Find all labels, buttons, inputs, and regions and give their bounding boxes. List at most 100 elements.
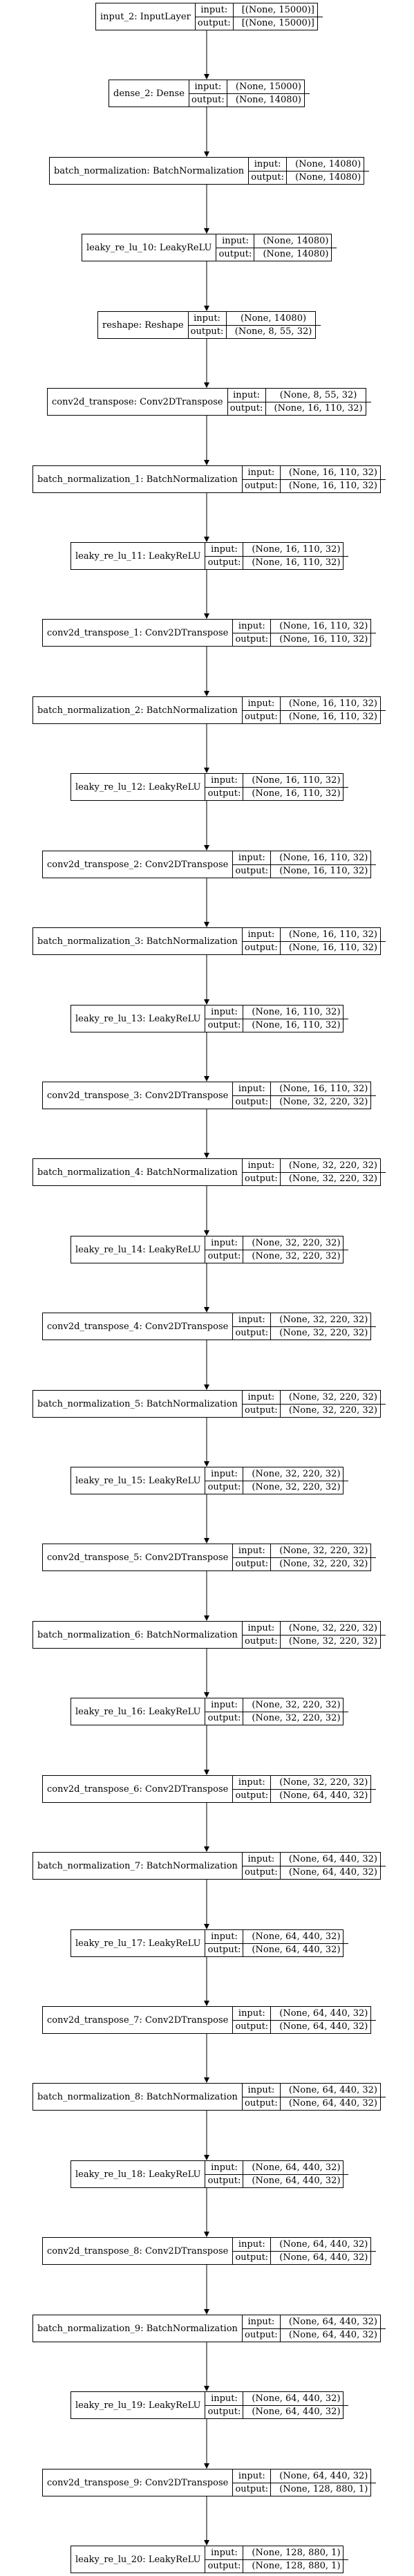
input-row: input:(None, 64, 440, 32) bbox=[243, 2315, 386, 2328]
layer-node: batch_normalization_2: BatchNormalizatio… bbox=[32, 696, 386, 724]
layer-name: reshape: Reshape bbox=[98, 312, 189, 338]
layer-name: input_2: InputLayer bbox=[96, 3, 196, 30]
input-shape: (None, 14080) bbox=[241, 313, 307, 324]
layer-shapes: input:(None, 16, 110, 32)output:(None, 1… bbox=[233, 851, 377, 878]
layer-shapes: input:(None, 16, 110, 32)output:(None, 1… bbox=[242, 928, 386, 954]
layer-name: leaky_re_lu_16: LeakyReLU bbox=[71, 1698, 206, 1725]
layer-shapes: input:(None, 14080)output:(None, 14080) bbox=[216, 234, 337, 261]
layer-name: leaky_re_lu_20: LeakyReLU bbox=[71, 2546, 206, 2573]
output-row: output:(None, 16, 110, 32) bbox=[205, 1018, 349, 1032]
output-row: output:[(None, 15000)] bbox=[195, 16, 323, 30]
output-shape: (None, 16, 110, 32) bbox=[288, 712, 377, 723]
input-row: input:(None, 32, 220, 32) bbox=[243, 1622, 386, 1635]
output-shape: (None, 32, 220, 32) bbox=[279, 1328, 368, 1339]
output-row: output:(None, 32, 220, 32) bbox=[233, 1095, 377, 1109]
output-row: output:(None, 32, 220, 32) bbox=[242, 1634, 386, 1648]
input-shape: (None, 64, 440, 32) bbox=[252, 2162, 341, 2173]
layer-name: conv2d_transpose_2: Conv2DTranspose bbox=[43, 851, 234, 878]
output-shape: (None, 32, 220, 32) bbox=[288, 1405, 377, 1416]
output-shape: (None, 64, 440, 32) bbox=[288, 1867, 377, 1878]
output-label: output: bbox=[233, 1095, 272, 1109]
output-shape: (None, 16, 110, 32) bbox=[288, 943, 377, 954]
output-row: output: (None, 64, 440, 32) bbox=[233, 2250, 377, 2264]
input-label: input: bbox=[205, 2161, 244, 2174]
output-label: output: bbox=[233, 2251, 272, 2264]
input-row: input:(None, 16, 110, 32) bbox=[233, 1082, 376, 1095]
output-row: output:(None, 16, 110, 32) bbox=[227, 401, 371, 415]
input-row: input:(None, 128, 880, 1) bbox=[205, 2546, 348, 2559]
input-shape: (None, 14080) bbox=[263, 235, 329, 246]
input-shape: (None, 64, 440, 32) bbox=[279, 2239, 368, 2250]
output-shape: (None, 64, 440, 32) bbox=[252, 1945, 341, 1956]
input-shape: (None, 15000) bbox=[235, 81, 301, 92]
output-shape: (None, 32, 220, 32) bbox=[252, 1251, 341, 1262]
output-row: output:(None, 32, 220, 32) bbox=[242, 1171, 386, 1185]
input-shape: (None, 32, 220, 32) bbox=[252, 1237, 341, 1248]
input-label: input: bbox=[205, 543, 244, 556]
output-shape: (None, 64, 440, 32) bbox=[279, 2252, 368, 2263]
input-label: input: bbox=[243, 466, 281, 479]
output-label: output: bbox=[205, 2559, 244, 2573]
layer-name: batch_normalization_3: BatchNormalizatio… bbox=[33, 928, 243, 954]
layer-name: batch_normalization_8: BatchNormalizatio… bbox=[33, 2084, 243, 2110]
input-shape: (None, 64, 440, 32) bbox=[288, 2316, 377, 2327]
input-label: input: bbox=[243, 928, 281, 941]
layer-shapes: input:(None, 16, 110, 32)output:(None, 1… bbox=[242, 466, 386, 492]
input-row: input:(None, 32, 220, 32) bbox=[243, 1159, 386, 1172]
layer-name: batch_normalization_2: BatchNormalizatio… bbox=[33, 697, 243, 723]
input-shape: (None, 16, 110, 32) bbox=[279, 852, 368, 863]
input-row: input:(None, 16, 110, 32) bbox=[205, 774, 348, 787]
layer-shapes: input:(None, 15000)output:(None, 14080) bbox=[189, 80, 310, 106]
layer-node: batch_normalization_5: BatchNormalizatio… bbox=[32, 1390, 386, 1418]
input-label: input: bbox=[205, 1930, 244, 1943]
layer-name: leaky_re_lu_11: LeakyReLU bbox=[71, 543, 206, 569]
output-shape: (None, 8, 55, 32) bbox=[234, 326, 312, 337]
input-shape: (None, 32, 220, 32) bbox=[252, 1699, 341, 1710]
input-shape: (None, 32, 220, 32) bbox=[288, 1160, 377, 1171]
output-shape: (None, 32, 220, 32) bbox=[288, 1636, 377, 1647]
input-row: input:(None, 32, 220, 32) bbox=[205, 1467, 348, 1481]
layer-node: batch_normalization_1: BatchNormalizatio… bbox=[32, 465, 386, 493]
input-label: input: bbox=[243, 1622, 281, 1635]
output-shape: (None, 32, 220, 32) bbox=[288, 1174, 377, 1185]
layer-node: batch_normalization_7: BatchNormalizatio… bbox=[32, 1852, 386, 1880]
input-label: input: bbox=[189, 80, 227, 93]
layer-shapes: input:(None, 16, 110, 32)output:(None, 3… bbox=[233, 1082, 377, 1109]
input-row: input: (None, 32, 220, 32) bbox=[205, 1236, 348, 1250]
layer-name: batch_normalization_7: BatchNormalizatio… bbox=[33, 1853, 243, 1879]
output-shape: (None, 16, 110, 32) bbox=[252, 557, 341, 568]
layer-name: conv2d_transpose_1: Conv2DTranspose bbox=[43, 620, 234, 646]
input-label: input: bbox=[233, 1313, 272, 1326]
input-shape: (None, 8, 55, 32) bbox=[279, 389, 357, 400]
layer-name: leaky_re_lu_15: LeakyReLU bbox=[71, 1467, 206, 1494]
input-label: input: bbox=[233, 851, 272, 864]
output-label: output: bbox=[205, 1481, 244, 1494]
input-shape: [(None, 15000)] bbox=[241, 4, 314, 15]
output-label: output: bbox=[233, 1789, 272, 1802]
layer-shapes: input:(None, 14080)output:(None, 8, 55, … bbox=[188, 312, 321, 338]
output-shape: (None, 128, 880, 1) bbox=[279, 2484, 368, 2495]
layer-node: batch_normalization_4: BatchNormalizatio… bbox=[32, 1158, 386, 1186]
input-row: input:(None, 64, 440, 32) bbox=[233, 2470, 376, 2483]
output-row: output:(None, 8, 55, 32) bbox=[188, 324, 321, 338]
input-row: input:(None, 14080) bbox=[189, 312, 321, 325]
input-label: input: bbox=[233, 620, 272, 633]
input-label: input: bbox=[205, 774, 244, 787]
layer-name: conv2d_transpose_5: Conv2DTranspose bbox=[43, 1544, 234, 1570]
input-label: input: bbox=[205, 1236, 244, 1250]
input-shape: (None, 64, 440, 32) bbox=[279, 2470, 368, 2481]
layer-name: leaky_re_lu_19: LeakyReLU bbox=[71, 2392, 206, 2418]
layer-name: conv2d_transpose_7: Conv2DTranspose bbox=[43, 2007, 234, 2033]
layer-shapes: input:(None, 32, 220, 32)output:(None, 3… bbox=[205, 1467, 349, 1494]
